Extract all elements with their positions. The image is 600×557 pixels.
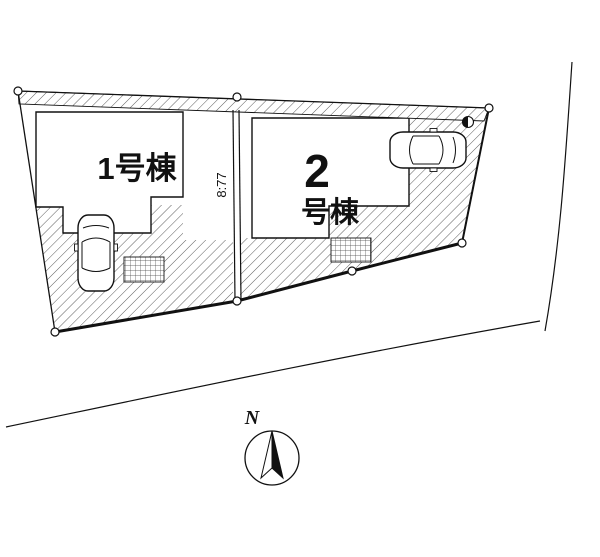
lot1-label: 1号棟: [97, 151, 177, 186]
compass-needle-black-half: [271, 430, 284, 480]
road-edge-line-bottom: [5, 320, 541, 428]
north-label: N: [244, 407, 261, 429]
lot2-number-label: 2: [304, 145, 330, 197]
boundary-markers: [13, 86, 494, 337]
building-1-footprint: [35, 111, 184, 234]
boundary-marker: [50, 327, 60, 337]
boundary-marker: [232, 92, 242, 102]
car-1-icon: [73, 214, 119, 292]
plot-boundary-right-edge: [461, 107, 490, 244]
road-edge-line-right: [544, 61, 573, 332]
boundary-marker: [13, 86, 23, 96]
lot-divider-line-b: [238, 109, 242, 302]
lot-divider-line-a: [232, 109, 236, 302]
boundary-marker: [457, 238, 467, 248]
parking-tile-grid-2: [330, 237, 372, 263]
dimension-label: 8:77: [214, 172, 229, 197]
car-2-icon: [389, 127, 467, 173]
lot2-suffix-label: 号棟: [301, 196, 360, 229]
parking-tile-grid-1: [123, 256, 165, 283]
survey-benchmark-icon: [461, 115, 475, 129]
boundary-marker: [484, 103, 494, 113]
boundary-marker: [347, 266, 357, 276]
north-arrow-icon: N: [244, 407, 300, 486]
lot2-driveway-hatch: [240, 206, 409, 301]
boundary-marker: [232, 296, 242, 306]
plot-boundary-road-edge: [54, 241, 463, 334]
